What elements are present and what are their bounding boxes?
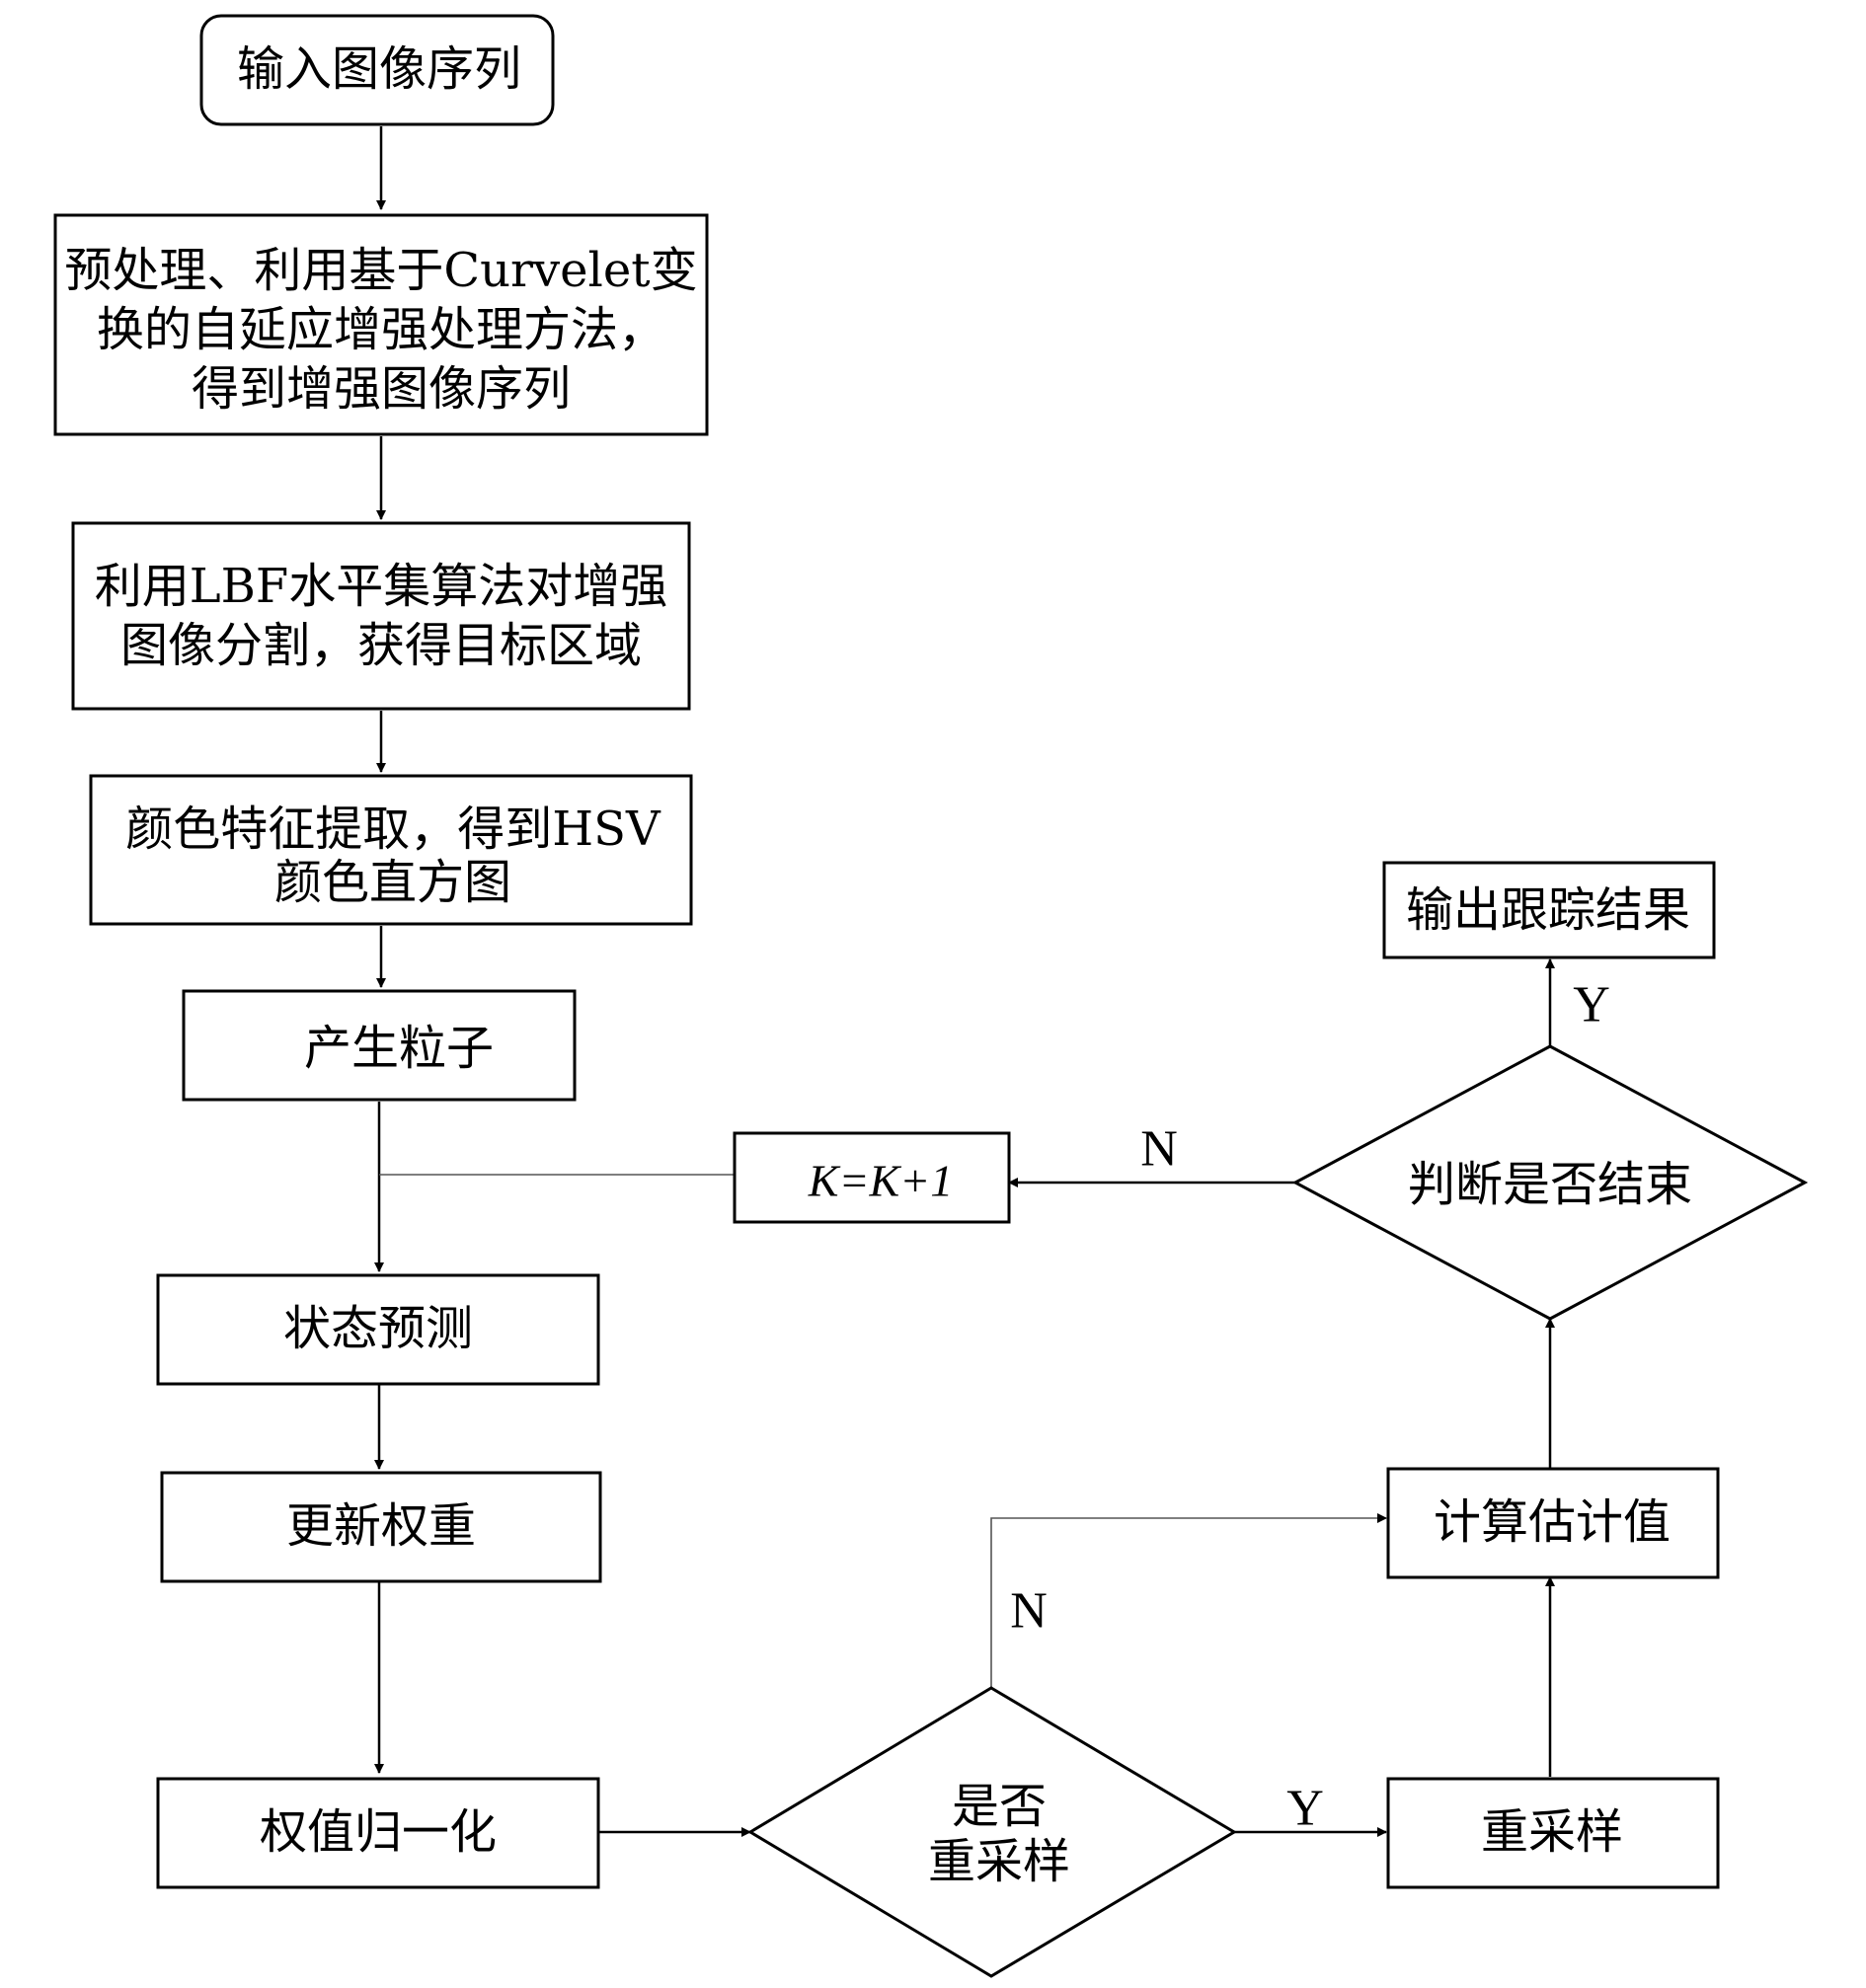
k-increment-label: K=K+1	[808, 1156, 953, 1206]
estimate-box	[1386, 1467, 1720, 1579]
normalize-text-line: 权值归一化	[260, 1804, 497, 1860]
input-label: 输入图像序列	[237, 41, 521, 97]
color-box	[89, 774, 693, 926]
resample-decision-diamond	[747, 1686, 1237, 1978]
resample-yes-label: Y	[1286, 1781, 1324, 1837]
resample-box	[1386, 1777, 1720, 1889]
segment-box	[71, 521, 691, 711]
resample-text-line: 重采样	[1481, 1804, 1623, 1860]
end-decision-label: 判断是否结束	[1408, 1157, 1692, 1212]
output-label: 输出跟踪结果	[1406, 882, 1690, 938]
segment-text-line: 图像分割，获得目标区域	[120, 618, 642, 673]
particles-box	[182, 989, 577, 1102]
k-increment-box	[733, 1131, 1011, 1224]
end-yes-label: Y	[1573, 977, 1610, 1033]
predict-text-line: 状态预测	[283, 1301, 473, 1356]
output-box	[1382, 861, 1716, 959]
predict-label: 状态预测	[283, 1301, 473, 1356]
segment-text-line: 利用LBF水平集算法对增强	[95, 559, 667, 614]
normalize-label: 权值归一化	[260, 1804, 497, 1860]
resample-no-label: N	[1010, 1583, 1048, 1640]
end-no-label: N	[1140, 1121, 1178, 1178]
edge-decision-no-to-estimate	[990, 1513, 1387, 1688]
preprocess-text-line: 预处理、利用基于Curvelet变	[64, 243, 697, 298]
color-text-line: 颜色特征提取，得到HSV	[125, 802, 661, 857]
particles-text-line: 产生粒子	[304, 1021, 494, 1076]
input-text-line: 输入图像序列	[237, 41, 521, 97]
color-text-line: 颜色直方图	[274, 855, 511, 910]
resample-label: 重采样	[1481, 1804, 1623, 1860]
input-box	[199, 14, 555, 126]
end-decision-text-line: 判断是否结束	[1408, 1157, 1692, 1212]
output-text-line: 输出跟踪结果	[1406, 882, 1690, 938]
update-weights-box	[160, 1471, 602, 1583]
particles-label: 产生粒子	[304, 1021, 494, 1076]
end-decision-diamond	[1291, 1044, 1809, 1321]
estimate-label: 计算估计值	[1434, 1494, 1671, 1550]
resample-decision-text-line: 是否	[952, 1779, 1047, 1834]
preprocess-text-line: 得到增强图像序列	[192, 361, 571, 417]
predict-box	[156, 1273, 600, 1386]
resample-decision-text-line: 重采样	[928, 1834, 1070, 1889]
normalize-box	[156, 1777, 600, 1889]
preprocess-box	[53, 213, 709, 436]
update-weights-text-line: 更新权重	[286, 1498, 476, 1554]
preprocess-text-line: 换的自延应增强处理方法，	[97, 302, 665, 357]
update-weights-label: 更新权重	[286, 1498, 476, 1554]
connectors	[374, 126, 1555, 1837]
estimate-text-line: 计算估计值	[1434, 1494, 1671, 1550]
